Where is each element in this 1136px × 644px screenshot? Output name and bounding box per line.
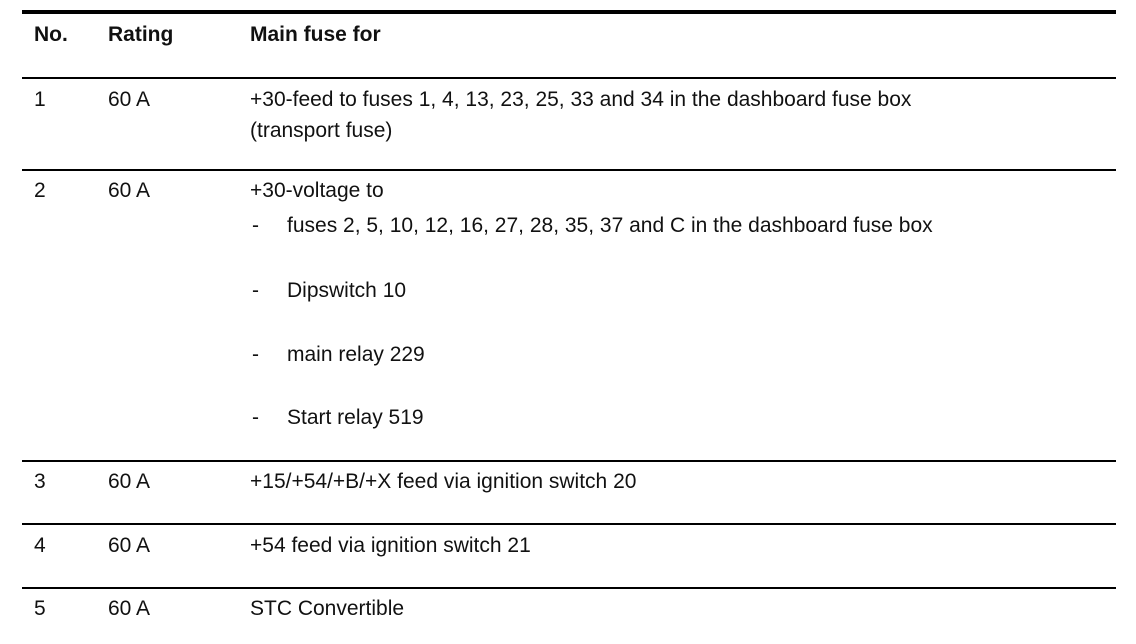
row-2-bullet-4: Start relay 519 [287, 406, 424, 429]
row-5-description: STC Convertible [250, 597, 405, 620]
row-5-no: 5 [34, 597, 46, 620]
row-3-no: 3 [34, 470, 46, 493]
row-2-title: +30-voltage to [250, 179, 384, 202]
row-4-description: +54 feed via ignition switch 21 [250, 534, 531, 557]
row-5-rating: 60 A [108, 597, 151, 620]
row-1-description-line-1: +30-feed to fuses 1, 4, 13, 23, 25, 33 a… [250, 88, 912, 111]
row-2-bullet-marker: - [252, 406, 259, 429]
row-1-no: 1 [34, 88, 46, 111]
row-2-bullet-marker: - [252, 343, 259, 366]
header-rule [22, 77, 1116, 79]
row-4-no: 4 [34, 534, 46, 557]
header-rating: Rating [108, 23, 174, 46]
row-2-rule [22, 460, 1116, 462]
row-2-bullet-marker: - [252, 214, 259, 237]
row-3-rule [22, 523, 1116, 525]
row-1-rating: 60 A [108, 88, 151, 111]
table-top-rule [22, 10, 1116, 14]
row-2-no: 2 [34, 179, 46, 202]
row-2-rating: 60 A [108, 179, 151, 202]
row-2-bullet-2: Dipswitch 10 [287, 279, 407, 302]
row-1-description-line-2: (transport fuse) [250, 119, 393, 142]
header-no: No. [34, 23, 68, 46]
row-2-bullet-3: main relay 229 [287, 343, 425, 366]
header-main-fuse-for: Main fuse for [250, 23, 381, 46]
row-1-rule [22, 169, 1116, 171]
row-3-rating: 60 A [108, 470, 151, 493]
row-3-description: +15/+54/+B/+X feed via ignition switch 2… [250, 470, 637, 493]
row-4-rating: 60 A [108, 534, 151, 557]
row-4-rule [22, 587, 1116, 589]
row-2-bullet-marker: - [252, 279, 259, 302]
row-2-bullet-1: fuses 2, 5, 10, 12, 16, 27, 28, 35, 37 a… [287, 214, 933, 237]
